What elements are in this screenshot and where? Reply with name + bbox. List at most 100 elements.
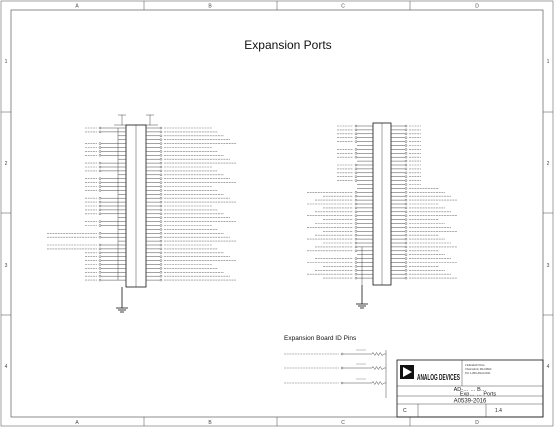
net-terminal [159,259,163,262]
net-terminal [98,150,102,153]
net-terminal [98,146,102,149]
net-terminal [98,189,102,192]
net-terminal [98,200,102,204]
net-terminal [159,255,163,258]
net-terminal [404,136,408,139]
net-terminal [404,257,408,260]
net-terminal [159,196,163,200]
net-terminal [354,226,358,229]
net-terminal [404,261,408,264]
net-terminal [404,167,408,171]
net-terminal [404,245,408,249]
row-label-2-left: 2 [5,161,8,167]
row-label-4-right: 4 [547,364,550,370]
net-terminal [404,175,408,178]
net-terminal [354,167,358,171]
row-label-3-left: 3 [5,263,8,269]
net-terminal [404,152,408,155]
net-terminal [404,218,408,221]
net-terminal [404,124,408,128]
net-terminal [159,212,163,216]
net-terminal [354,214,358,217]
net-terminal [404,171,408,175]
net-terminal [404,159,408,163]
net-terminal [404,214,408,217]
left-power-rails [114,114,158,126]
net-terminal [404,140,408,143]
row-label-1-left: 1 [5,59,8,65]
net-terminal [404,249,408,253]
net-terminal [404,230,408,233]
net-terminal [159,267,163,270]
row-label-1-right: 1 [547,59,550,65]
net-terminal [354,148,358,151]
net-terminal [159,235,163,239]
net-terminal [159,157,163,161]
left-connector [47,114,236,313]
net-terminal [98,275,102,278]
net-terminal [98,267,102,270]
net-terminal [404,222,408,225]
col-label-b-top: B [208,4,212,10]
net-terminal [404,233,408,237]
right-ground [356,285,368,309]
net-terminal [404,206,408,210]
net-terminal [159,138,163,141]
net-terminal [354,140,358,143]
net-terminal [98,165,102,169]
net-terminal [159,224,163,227]
net-terminal [404,265,408,268]
net-terminal [404,191,408,194]
net-terminal [354,191,358,194]
net-terminal [159,169,163,173]
net-terminal [159,239,163,243]
col-label-a-bottom: A [75,420,79,426]
net-terminal [98,232,102,235]
net-terminal [98,255,102,258]
net-terminal [354,269,358,272]
row-label-3-right: 3 [547,263,550,269]
net-terminal [354,202,358,206]
net-terminal [159,177,163,180]
net-terminal [159,142,163,145]
net-terminal [98,130,102,134]
col-label-d-bottom: D [475,420,479,426]
net-terminal [98,181,102,184]
address-line-3: PH: 1-800-ANALOGD [465,371,490,375]
net-terminal [98,169,102,173]
net-terminal [98,185,102,188]
net-terminal [159,185,163,188]
col-label-a-top: A [75,4,79,10]
net-terminal [354,171,358,175]
col-label-d-top: D [475,4,479,10]
column-dividers [143,1,411,426]
net-terminal [404,163,408,167]
net-terminal [404,148,408,151]
row-label-4-left: 4 [5,364,8,370]
net-terminal [354,175,358,178]
net-terminal [354,218,358,221]
net-terminal [98,177,102,180]
net-terminal [159,220,163,223]
net-terminal [354,124,358,128]
net-terminal [354,132,358,136]
col-label-c-bottom: C [341,420,345,426]
col-label-b-bottom: B [208,420,212,426]
page-title: Expansion Ports [244,38,331,52]
col-label-c-top: C [341,4,345,10]
net-terminal [98,251,102,255]
title-block: ANALOG DEVICES 2 Elizabeth Drive Chelmsf… [396,359,544,418]
net-terminal [354,179,358,182]
net-terminal [159,247,163,251]
net-terminal [404,198,408,202]
net-terminal [159,189,163,192]
net-terminal [159,126,163,130]
net-terminal [354,222,358,225]
sheet-rev: 1.4 [495,408,502,414]
row-label-2-right: 2 [547,161,550,167]
net-terminal [98,126,102,130]
net-terminal [98,259,102,262]
net-terminal [404,132,408,136]
